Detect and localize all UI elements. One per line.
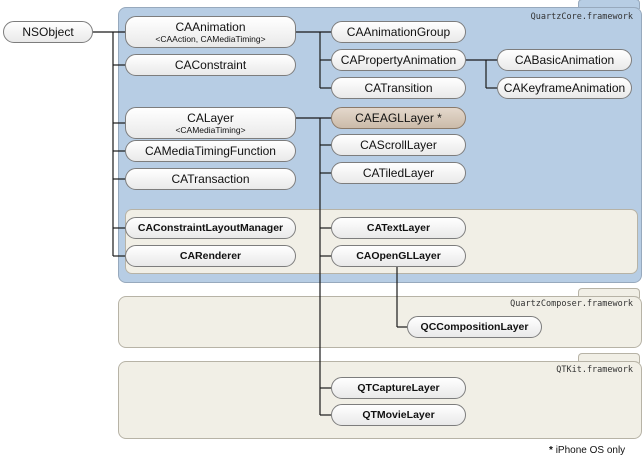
quartzcomposer-tab [578,288,640,298]
catransition-label: CATransition [364,80,433,95]
caanimation-node: CAAnimation <CAAction, CAMediaTiming> [125,16,296,48]
footnote-marker: * [549,445,553,456]
cakeyframeanimation-label: CAKeyframeAnimation [503,80,626,95]
caconstraint-label: CAConstraint [174,57,247,72]
qtcapturelayer-label: QTCaptureLayer [357,381,440,394]
caanimation-protocols: <CAAction, CAMediaTiming> [155,33,266,44]
carenderer-node: CARenderer [125,245,296,267]
catransaction-node: CATransaction [125,168,296,190]
quartzcore-framework-label: QuartzCore.framework [530,12,633,22]
caanimation-label: CAAnimation [175,19,246,34]
qtcapturelayer-node: QTCaptureLayer [331,377,466,399]
nsobject-node: NSObject [3,21,93,43]
quartzcore-tab [578,0,640,9]
calayer-node: CALayer <CAMediaTiming> [125,107,296,139]
qtkit-framework-label: QTKit.framework [556,365,633,375]
caeagllayer-node: CAEAGLLayer * [331,107,466,129]
carenderer-label: CARenderer [179,249,242,262]
quartzcomposer-framework-label: QuartzComposer.framework [510,299,633,309]
qtkit-tab [578,353,640,363]
qtmovielayer-node: QTMovieLayer [331,404,466,426]
quartzcomposer-framework-panel [118,296,642,348]
cabasicanimation-label: CABasicAnimation [514,52,615,67]
camediatimingfunction-label: CAMediaTimingFunction [145,143,276,158]
caanimationgroup-node: CAAnimationGroup [331,21,466,43]
caconstraintlayoutmanager-label: CAConstraintLayoutManager [137,221,284,234]
catextlayer-label: CATextLayer [366,221,431,234]
capropertyanimation-node: CAPropertyAnimation [331,49,466,71]
cascrolllayer-node: CAScrollLayer [331,134,466,156]
capropertyanimation-label: CAPropertyAnimation [340,52,457,67]
footnote-text: iPhone OS only [555,445,626,456]
catextlayer-node: CATextLayer [331,217,466,239]
qccompositionlayer-node: QCCompositionLayer [407,316,542,338]
calayer-protocols: <CAMediaTiming> [175,124,246,135]
cabasicanimation-node: CABasicAnimation [497,49,632,71]
catiledlayer-label: CATiledLayer [362,165,435,180]
caopengllayer-label: CAOpenGLLayer [356,249,441,262]
caeagllayer-label: CAEAGLLayer * [355,110,442,125]
caanimationgroup-label: CAAnimationGroup [346,24,451,39]
cascrolllayer-label: CAScrollLayer [360,137,437,152]
nsobject-label: NSObject [22,24,74,39]
camediatimingfunction-node: CAMediaTimingFunction [125,140,296,162]
catransition-node: CATransition [331,77,466,99]
footnote: * iPhone OS only [549,445,625,456]
qtmovielayer-label: QTMovieLayer [362,408,435,421]
caopengllayer-node: CAOpenGLLayer [331,245,466,267]
calayer-label: CALayer [187,110,234,125]
catransaction-label: CATransaction [171,171,250,186]
catiledlayer-node: CATiledLayer [331,162,466,184]
caconstraintlayoutmanager-node: CAConstraintLayoutManager [125,217,296,239]
qtkit-framework-panel [118,361,642,439]
qccompositionlayer-label: QCCompositionLayer [420,320,529,333]
cakeyframeanimation-node: CAKeyframeAnimation [497,77,632,99]
caconstraint-node: CAConstraint [125,54,296,76]
